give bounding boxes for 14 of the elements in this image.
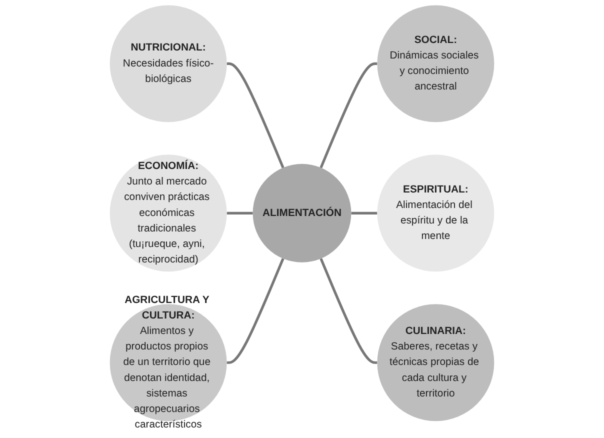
node-circle: ESPIRITUAL: Alimentación del espíritu y de la mente (377, 154, 494, 272)
node-circle: CULINARIA: Saberes, recetas y técnicas propias de cada cultura y territorio (377, 304, 494, 422)
connector (320, 258, 378, 364)
connector (351, 212, 378, 214)
connector (320, 62, 378, 168)
node-circle: ECONOMÍA: Junto al mercado conviven prácticas económicas tradicionales (tu¡rueque, ayni, reciprocidad) (110, 154, 227, 272)
node-circle: ALIMENTACIÓN (252, 164, 352, 262)
connector (226, 258, 284, 364)
node-label: característicos (134, 419, 202, 430)
connector (226, 212, 253, 214)
node-circle: NUTRICIONAL: Necesidades físico-biológicas (110, 5, 227, 122)
node-circle: SOCIAL: Dinámicas sociales y conocimiento ancestral (377, 5, 494, 122)
node-label: AGRICULTURA Y (124, 294, 210, 306)
connector (226, 62, 284, 168)
